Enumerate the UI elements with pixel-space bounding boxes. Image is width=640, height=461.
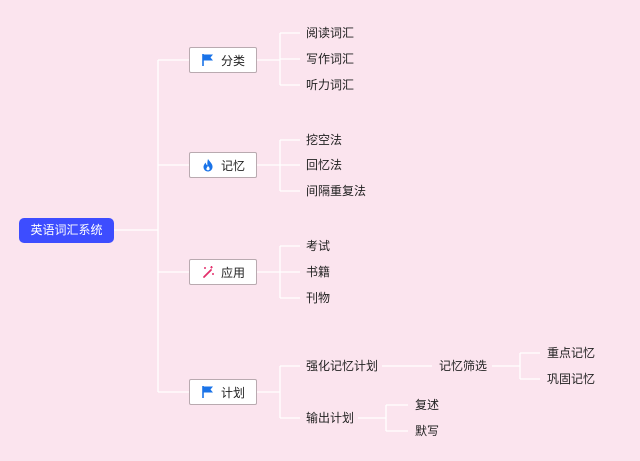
leaf-node[interactable]: 阅读词汇	[306, 26, 355, 40]
branch-label: 计划	[220, 385, 245, 400]
branch-node-jiyi[interactable]: 记忆	[189, 152, 257, 178]
leaf-node[interactable]: 巩固记忆	[547, 372, 596, 386]
branch-node-yingyong[interactable]: 应用	[189, 259, 257, 285]
leaf-node[interactable]: 书籍	[306, 265, 331, 279]
leaf-node[interactable]: 回忆法	[306, 158, 343, 172]
branch-label: 记忆	[220, 158, 245, 173]
fire-icon	[203, 159, 213, 172]
magic-wand-icon	[203, 266, 214, 278]
branch-node-fenlei[interactable]: 分类	[189, 47, 257, 73]
leaf-node[interactable]: 复述	[415, 398, 440, 412]
root-node[interactable]: 英语词汇系统	[19, 218, 114, 243]
leaf-node[interactable]: 考试	[306, 239, 331, 253]
leaf-node[interactable]: 挖空法	[306, 133, 343, 147]
branch-label: 应用	[220, 265, 245, 280]
leaf-node[interactable]: 强化记忆计划	[306, 359, 379, 373]
leaf-node[interactable]: 听力词汇	[306, 78, 355, 92]
flag-icon	[202, 54, 213, 66]
branch-node-jihua[interactable]: 计划	[189, 379, 257, 405]
flag-icon	[202, 386, 213, 398]
branch-label: 分类	[220, 53, 245, 68]
leaf-node[interactable]: 刊物	[306, 291, 331, 305]
leaf-node[interactable]: 默写	[415, 424, 440, 438]
leaf-node[interactable]: 记忆筛选	[439, 359, 488, 373]
leaf-node[interactable]: 间隔重复法	[306, 184, 367, 198]
leaf-node[interactable]: 重点记忆	[547, 346, 596, 360]
leaf-node[interactable]: 输出计划	[306, 411, 355, 425]
leaf-node[interactable]: 写作词汇	[306, 52, 355, 66]
